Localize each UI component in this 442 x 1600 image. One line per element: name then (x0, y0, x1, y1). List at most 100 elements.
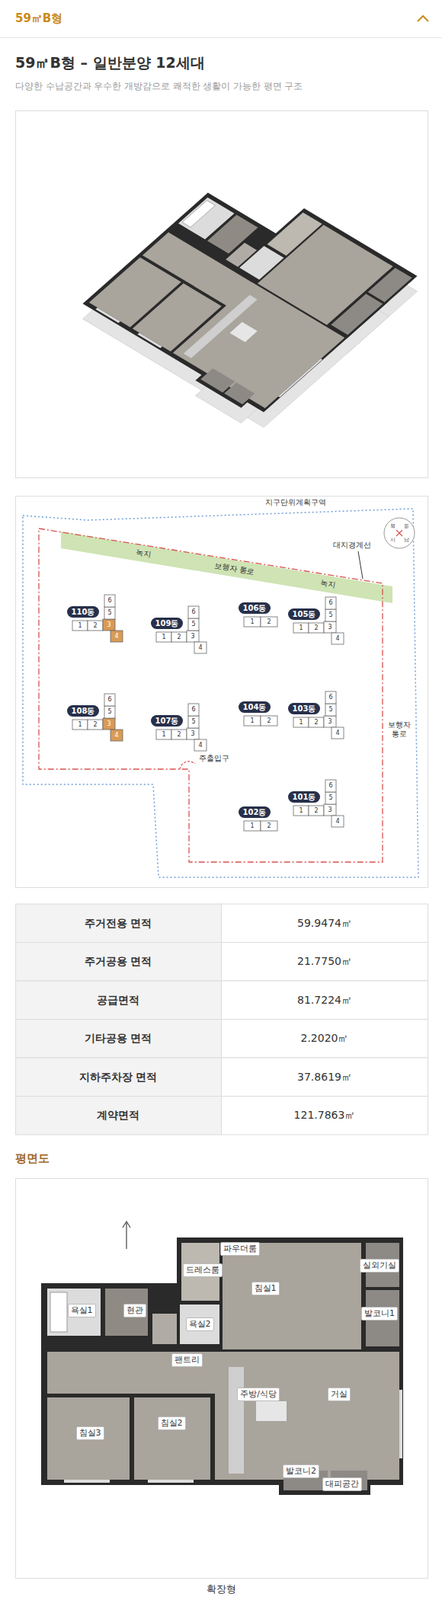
unit-number: 3 (327, 718, 332, 727)
page-title: 59㎡B형 – 일반분양 12세대 (15, 54, 205, 72)
unit-block (104, 706, 116, 719)
unit-block (186, 728, 199, 740)
unit-block (87, 720, 103, 731)
unit-block (325, 597, 337, 610)
unit-block (72, 621, 88, 631)
room-label: 거실 (327, 1388, 351, 1402)
unit-number: 2 (266, 823, 271, 831)
building-name: 105동 (292, 610, 317, 619)
unit-block (156, 730, 172, 740)
unit-number: 2 (313, 719, 318, 728)
table-cell (16, 1058, 222, 1098)
unit-block (110, 630, 123, 643)
compass (384, 518, 415, 549)
unit-number: 5 (328, 794, 333, 803)
building-tag: 110동 (67, 606, 100, 619)
building-name: 109동 (155, 619, 180, 628)
building-tag: 103동 (288, 703, 321, 715)
unit-block (188, 716, 199, 729)
unit-number: 3 (327, 624, 332, 632)
unit-block (188, 704, 199, 717)
building-tag: 108동 (67, 705, 100, 718)
unit-number: 5 (107, 708, 112, 717)
unit-number: 1 (249, 717, 254, 726)
building-name: 101동 (292, 793, 317, 802)
unit-block (110, 730, 123, 742)
building-name: 110동 (71, 608, 96, 617)
path-label: 보행자 통로 (214, 561, 256, 578)
unit-number: 5 (107, 609, 112, 618)
path-label: 보행자 통로 (386, 720, 413, 740)
unit-number: 1 (249, 618, 254, 627)
compass-letter: 남 (403, 537, 410, 544)
table-text: 81.7224㎡ (297, 994, 353, 1008)
unit-number: 4 (114, 732, 119, 740)
section-header: 59㎡B형 (15, 11, 63, 26)
building-name: 102동 (243, 808, 267, 817)
table-cell (221, 943, 429, 983)
unit-number: 1 (161, 634, 166, 642)
room-label: 욕실2 (185, 1318, 215, 1332)
site-boundary (38, 528, 383, 863)
entry-arrow (122, 1222, 131, 1250)
subtitle: 다양한 수납공간과 우수한 개방감으로 쾌적한 생활이 가능한 평면 구조 (15, 81, 303, 93)
unit-number: 1 (298, 807, 303, 816)
unit-number: 1 (298, 719, 303, 728)
room-label: 실외기실 (359, 1259, 400, 1273)
unit-block (325, 704, 337, 717)
unit-block (308, 717, 324, 728)
table-text: 공급면적 (96, 994, 140, 1008)
unit-block (260, 617, 278, 628)
unit-block (293, 717, 309, 728)
table-text: 기타공용 면적 (84, 1032, 153, 1046)
table-text: 21.7750㎡ (297, 955, 353, 969)
unit-number: 2 (313, 807, 318, 816)
green-band (60, 531, 393, 604)
table-text: 121.7863㎡ (294, 1109, 356, 1123)
boundary-label: 지구단위계획구역 (265, 498, 327, 508)
compass-letter: 북 (390, 523, 396, 530)
unit-number: 5 (191, 621, 196, 629)
unit-block (293, 806, 309, 817)
header-rule (0, 37, 442, 39)
building-tag: 105동 (288, 608, 321, 621)
unit-number: 3 (190, 633, 195, 641)
building-tag: 104동 (238, 701, 272, 714)
unit-block (323, 621, 337, 634)
district-boundary (22, 509, 419, 878)
unit-block (156, 632, 172, 643)
unit-block (243, 821, 261, 832)
room-label: 발코니1 (361, 1307, 398, 1321)
unit-block (171, 632, 187, 643)
unit-block (325, 691, 337, 705)
table-text: 59.9474㎡ (297, 917, 353, 931)
unit-number: 6 (191, 706, 196, 715)
entrance-arc (179, 762, 196, 770)
unit-block (104, 595, 116, 608)
unit-number: 2 (176, 731, 181, 740)
unit-number: 5 (191, 718, 196, 727)
table-text: 주거공용 면적 (84, 955, 153, 969)
unit-block (325, 780, 337, 793)
image-frame (16, 111, 429, 479)
unit-number: 3 (106, 720, 111, 729)
unit-block (102, 619, 116, 631)
table-cell (16, 904, 222, 944)
unit-number: 6 (191, 608, 196, 617)
table-text: 주거전용 면적 (84, 917, 153, 931)
unit-number: 6 (107, 696, 112, 705)
unit-block (260, 821, 278, 832)
table-text: 37.8619㎡ (297, 1071, 353, 1085)
unit-number: 2 (92, 721, 97, 730)
room-label: 욕실1 (67, 1304, 97, 1318)
table-cell (221, 1097, 429, 1137)
plan-caption: 확장형 (206, 1584, 237, 1597)
unit-number: 5 (328, 611, 333, 620)
unit-number: 3 (327, 807, 332, 815)
unit-block (104, 694, 116, 707)
unit-block (308, 806, 324, 817)
room-label: 현관 (123, 1304, 147, 1318)
room-label: 팬트리 (171, 1354, 203, 1368)
unit-block (331, 727, 344, 740)
